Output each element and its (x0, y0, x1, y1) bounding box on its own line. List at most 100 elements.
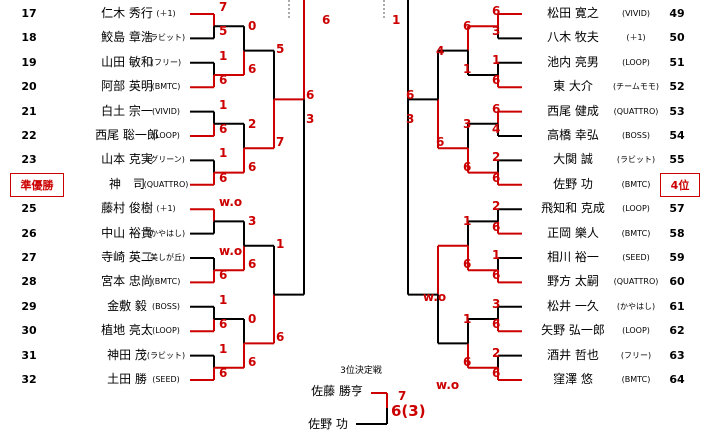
runner-up-badge: 準優勝 (10, 172, 64, 197)
match-score: 6(3) (391, 402, 426, 420)
match-score: 7 (219, 0, 228, 14)
player-club: (BMTC) (151, 82, 181, 92)
match-score: 1 (219, 292, 228, 307)
player-seed-number: 27 (21, 251, 37, 264)
player-club: (グリーン) (147, 155, 185, 165)
player-club: (QUATTRO) (143, 179, 189, 189)
player-club: (フリー) (620, 350, 652, 360)
player-club: (BMTC) (151, 277, 181, 287)
match-score: 4 (492, 122, 501, 136)
player-club: (＋1) (156, 204, 176, 214)
player-club: (LOOP) (152, 326, 180, 336)
player-seed-number: 64 (669, 373, 685, 386)
player-club: (QUATTRO) (613, 106, 659, 116)
player-seed-number: 30 (21, 324, 37, 338)
match-score: 6 (492, 101, 501, 116)
player-seed-number: 22 (21, 129, 37, 142)
match-score: 1 (392, 13, 401, 27)
player-seed-number: 18 (21, 31, 37, 45)
player-name: 仁木 秀行 (101, 6, 153, 20)
match-score: w.o (219, 244, 243, 258)
match-score: 6 (436, 135, 445, 150)
player-club: (BOSS) (621, 131, 651, 140)
player-name: 正岡 樂人 (547, 225, 599, 240)
player-name: 鮫島 章浩 (101, 30, 153, 45)
match-score: 4 (436, 43, 445, 58)
match-score: 6 (492, 366, 501, 380)
player-seed-number: 54 (669, 129, 685, 142)
player-seed-number: 50 (669, 31, 685, 45)
player-name: 佐野 功 (553, 176, 593, 191)
player-name: 中山 裕貴 (101, 225, 153, 240)
player-seed-number: 63 (669, 348, 685, 362)
match-score: 5 (276, 41, 285, 56)
match-score: 3 (248, 214, 257, 229)
player-seed-number: 60 (669, 275, 685, 289)
match-score: 6 (463, 354, 472, 369)
player-seed-number: 19 (21, 55, 37, 69)
match-score: 3 (463, 116, 472, 131)
match-score: 6 (463, 257, 472, 272)
match-score: 0 (248, 19, 257, 34)
player-club: (LOOP) (152, 131, 180, 140)
match-score: 6 (463, 159, 472, 174)
match-score: 1 (219, 48, 228, 63)
match-score: 1 (463, 312, 472, 326)
player-name: 山田 敏和 (101, 54, 153, 69)
player-seed-number: 29 (21, 299, 37, 313)
player-name: 西尾 聡一郎 (95, 128, 159, 142)
player-club: (LOOP) (622, 57, 650, 67)
match-score: w.o (423, 289, 447, 304)
player-name: 寺崎 英二 (101, 250, 153, 264)
player-seed-number: 57 (669, 202, 685, 216)
player-seed-number: 31 (21, 348, 37, 362)
third-place-player-a: 佐藤 勝亨 (311, 384, 363, 398)
match-score: 7 (276, 135, 285, 150)
match-score: 6 (248, 257, 257, 272)
player-club: (VIVID) (151, 106, 181, 116)
player-seed-number: 28 (21, 275, 37, 289)
match-score: 1 (219, 97, 228, 112)
player-club: (SEED) (622, 253, 650, 262)
player-club: (SEED) (152, 375, 180, 384)
player-club: (BMTC) (621, 375, 651, 384)
player-club: (LOOP) (622, 326, 650, 336)
match-score: 6 (219, 268, 228, 283)
match-score: 1 (492, 52, 501, 67)
player-seed-number: 21 (21, 104, 37, 118)
match-score: 6 (492, 317, 501, 332)
player-name: 金敷 毅 (107, 298, 147, 313)
match-score: 6 (492, 4, 501, 18)
player-seed-number: 51 (669, 55, 685, 69)
match-score: 6 (248, 62, 257, 76)
fourth-place-badge: 4位 (660, 172, 700, 197)
player-name: 野方 太嗣 (547, 274, 599, 289)
match-score: 6 (248, 159, 257, 174)
match-score: 2 (492, 150, 501, 165)
player-seed-number: 55 (669, 153, 685, 167)
player-name: 山本 克実 (101, 152, 153, 167)
match-score: 1 (492, 248, 501, 262)
match-score: 6 (463, 19, 472, 34)
player-club: (＋1) (156, 9, 176, 18)
player-seed-number: 61 (669, 299, 685, 313)
player-name: 八木 牧夫 (547, 30, 599, 45)
match-score: 6 (322, 13, 331, 27)
player-name: 藤村 俊樹 (101, 201, 153, 216)
player-seed-number: 23 (21, 153, 37, 167)
player-name: 西尾 健成 (547, 103, 599, 118)
player-seed-number: 49 (669, 7, 685, 20)
player-club: (LOOP) (622, 204, 650, 214)
player-club: (QUATTRO) (613, 277, 659, 287)
player-club: (美しが丘) (146, 253, 186, 262)
player-seed-number: 25 (21, 202, 37, 216)
match-score: 1 (219, 341, 228, 356)
player-club: (ラビット) (146, 350, 186, 360)
player-name: 神 司 (108, 176, 145, 191)
player-name: 飛知和 克成 (541, 201, 605, 216)
player-name: 白土 宗一 (101, 103, 153, 118)
player-seed-number: 53 (669, 104, 685, 118)
player-seed-number: 20 (21, 80, 37, 94)
match-score: 1 (463, 62, 472, 76)
match-score: w.o (219, 195, 243, 210)
